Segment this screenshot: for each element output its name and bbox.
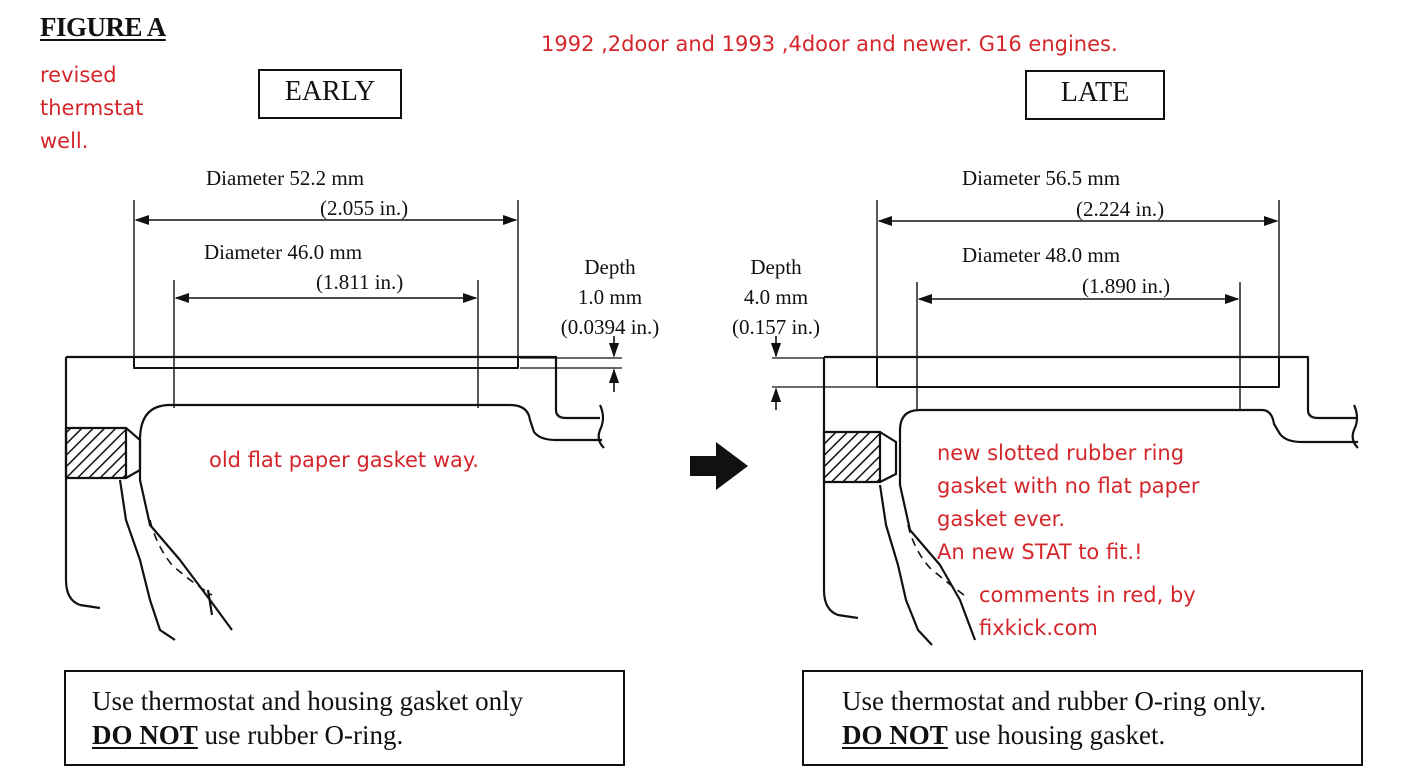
side-note-line-2: thermstat [40,96,144,120]
late-label: LATE [1060,77,1130,108]
late-comment: new slotted rubber ring gasket with no f… [937,437,1200,569]
late-comment-line-3: gasket ever. [937,507,1066,531]
early-label: EARLY [284,76,376,107]
early-instruction-box: Use thermostat and housing gasket only D… [64,670,625,766]
late-depth-label: Depth [750,255,802,279]
early-depth-metric: 1.0 mm [577,285,643,309]
early-inner-diameter-label: Diameter 46.0 mm [204,240,363,264]
figure-title: FIGURE A [40,12,166,42]
credit-line-2: fixkick.com [979,616,1098,640]
early-instruction-line-2: DO NOT use rubber O-ring. [92,718,623,752]
early-inner-diameter-imperial: (1.811 in.) [316,270,404,294]
late-label-box: LATE [1025,70,1165,120]
late-inner-diameter-imperial: (1.890 in.) [1082,274,1171,298]
late-instruction-rest: use housing gasket. [947,720,1166,750]
early-depth-imperial: (0.0394 in.) [560,315,660,339]
late-instruction-line-1: Use thermostat and rubber O-ring only. [842,686,1267,716]
late-drawing [770,200,1359,646]
late-comment-line-1: new slotted rubber ring [937,441,1185,465]
early-outer-diameter-label: Diameter 52.2 mm [206,166,365,190]
late-comment-line-4: An new STAT to fit.! [937,540,1143,564]
early-depth-label: Depth [584,255,636,279]
late-instruction-emphasis: DO NOT [842,720,948,750]
side-note-line-1: revised [40,63,117,87]
credit-note: comments in red, by fixkick.com [979,579,1196,645]
transition-arrow [690,442,748,490]
early-label-box: EARLY [258,69,402,119]
late-depth-callout: Depth 4.0 mm (0.157 in.) [708,252,844,342]
late-depth-metric: 4.0 mm [743,285,809,309]
late-instruction-box: Use thermostat and rubber O-ring only. D… [802,670,1363,766]
late-outer-diameter-imperial: (2.224 in.) [1076,197,1165,221]
early-outer-diameter-imperial: (2.055 in.) [320,196,409,220]
late-instruction-line-2: DO NOT use housing gasket. [842,718,1361,752]
early-depth-callout: Depth 1.0 mm (0.0394 in.) [540,252,680,342]
credit-line-1: comments in red, by [979,583,1196,607]
early-instruction-line-1: Use thermostat and housing gasket only [92,686,524,716]
late-inner-diameter-label: Diameter 48.0 mm [962,243,1121,267]
late-depth-imperial: (0.157 in.) [731,315,821,339]
early-instruction-rest: use rubber O-ring. [197,720,404,750]
side-note: revised thermstat well. [40,59,143,158]
early-instruction-emphasis: DO NOT [92,720,198,750]
late-comment-line-2: gasket with no flat paper [937,474,1200,498]
header-note: 1992 ,2door and 1993 ,4door and newer. G… [541,32,1118,56]
side-note-line-3: well. [40,129,89,153]
early-drawing [64,200,622,641]
late-outer-diameter-label: Diameter 56.5 mm [962,166,1121,190]
early-comment: old flat paper gasket way. [209,448,479,472]
